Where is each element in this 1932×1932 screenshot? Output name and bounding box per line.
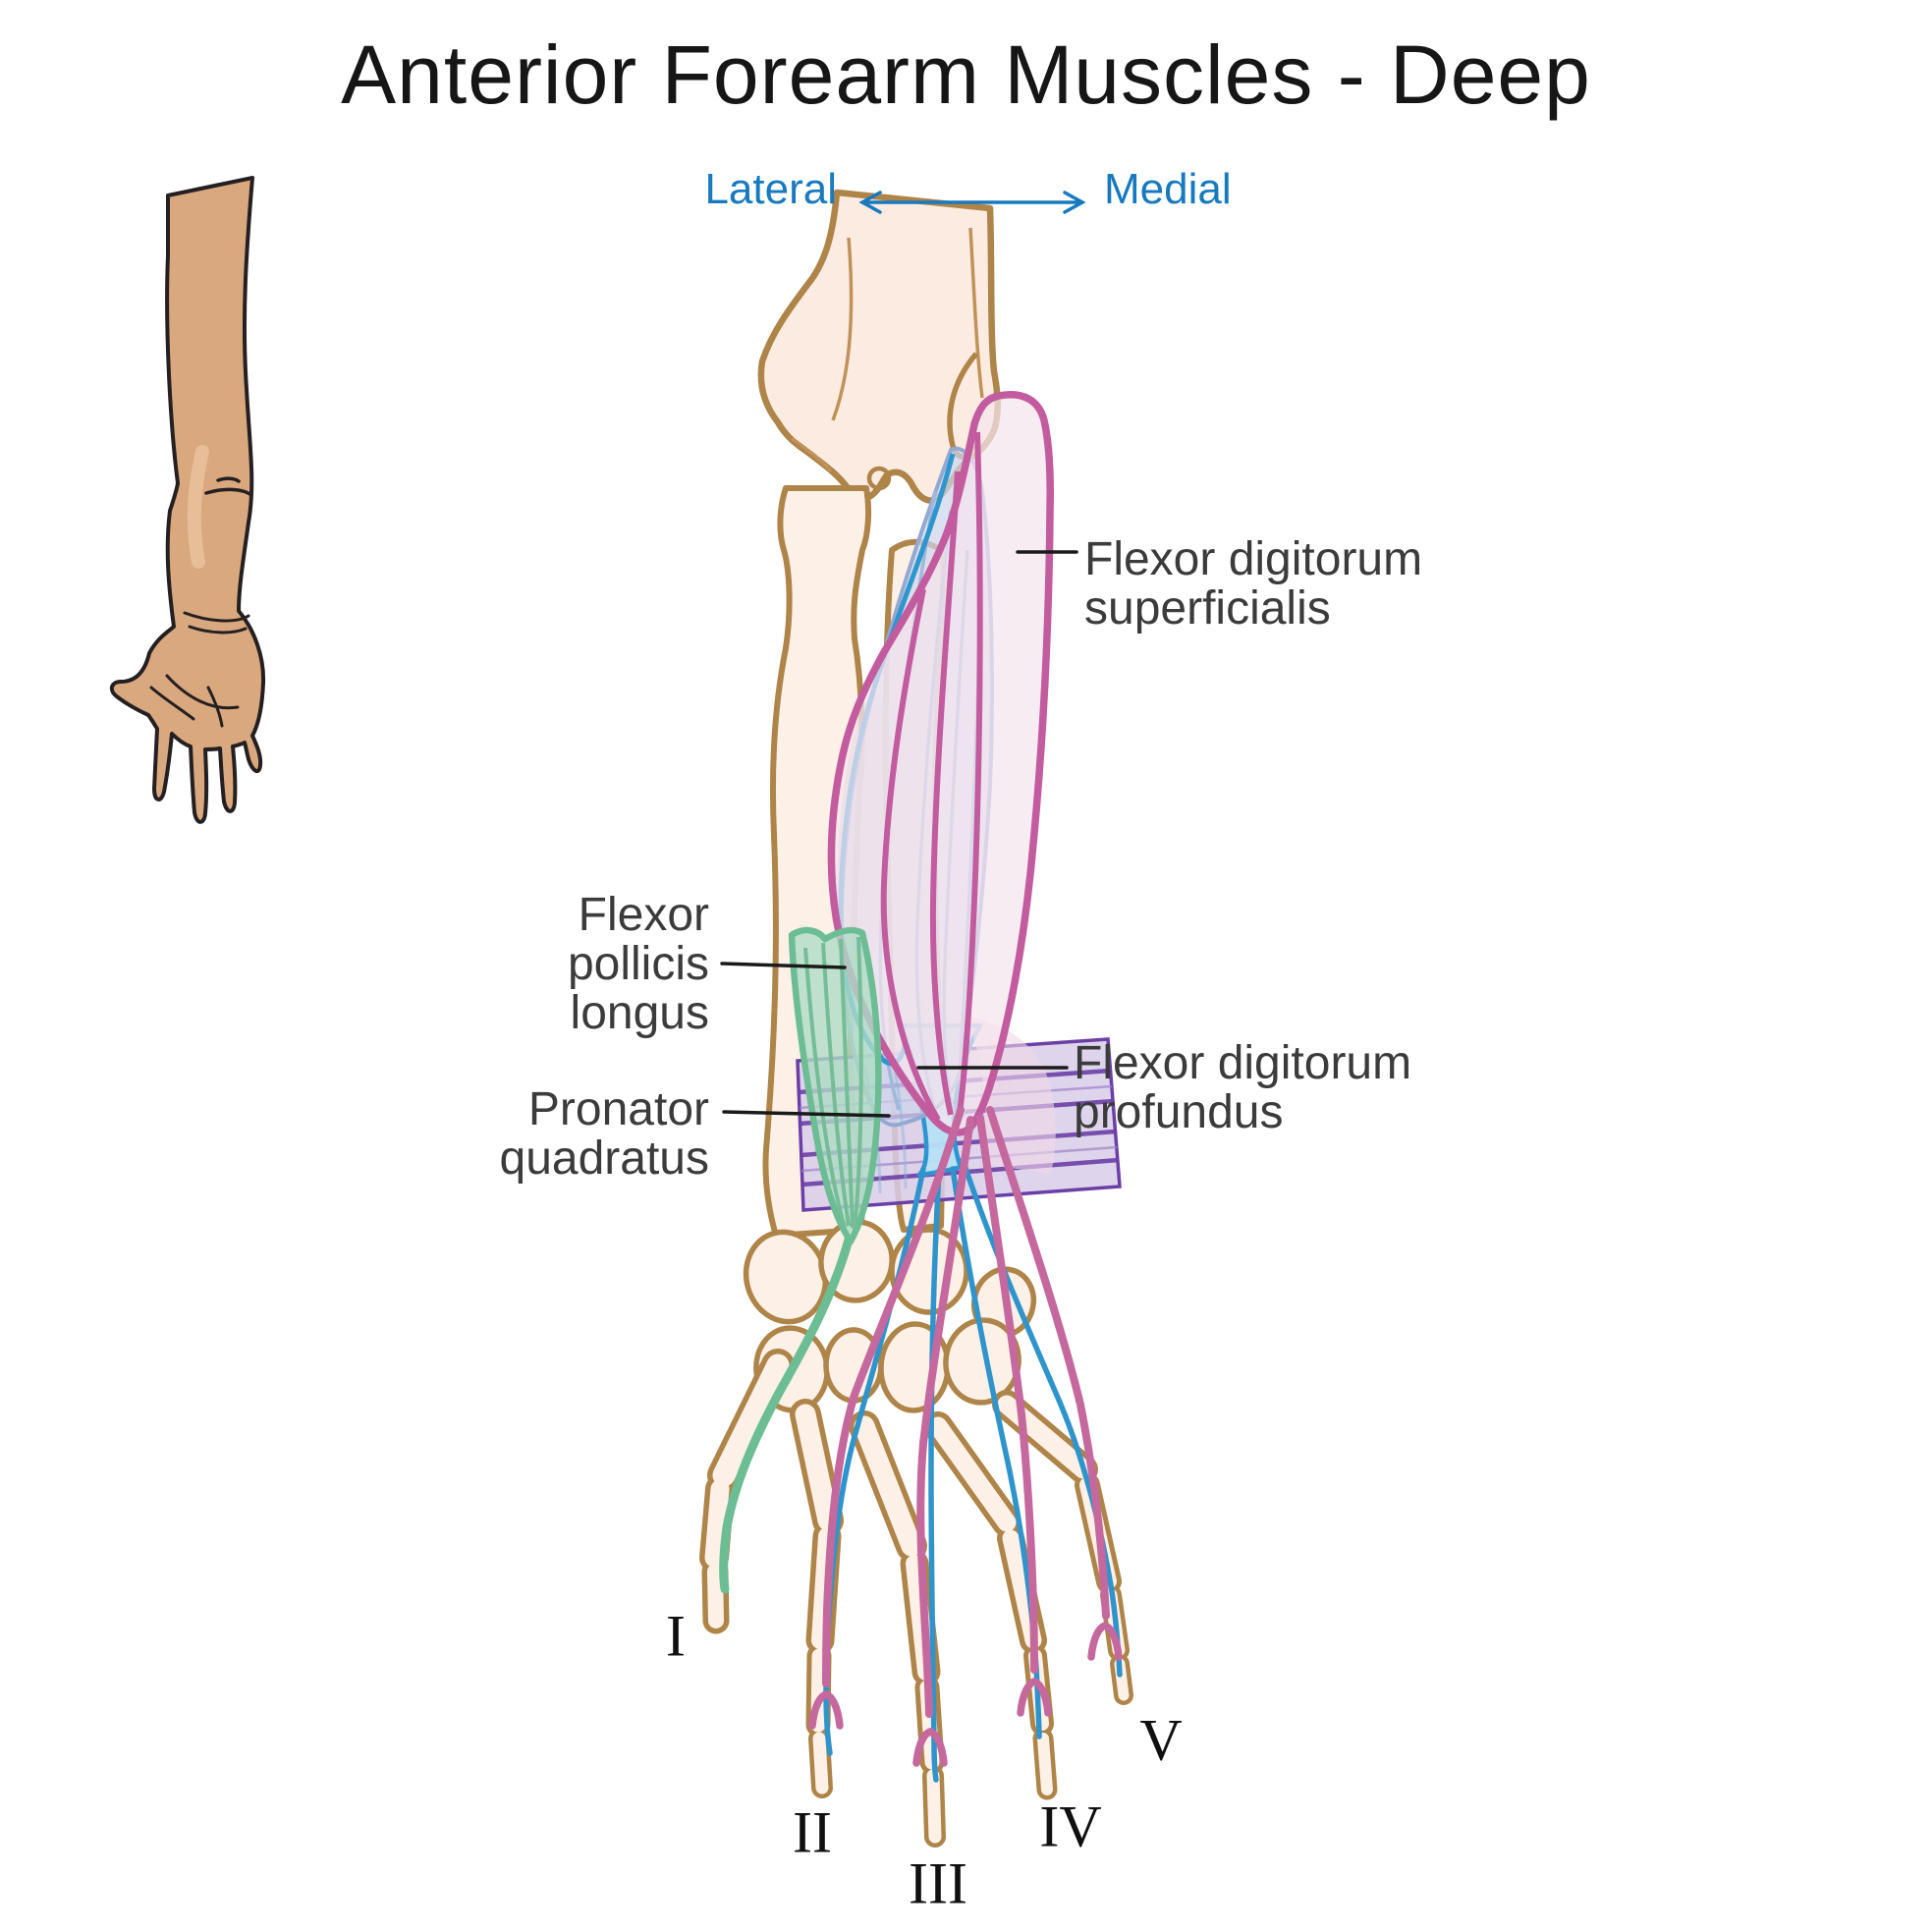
- digit-numeral-little: V: [1139, 1707, 1183, 1773]
- trochlea-detail: [866, 466, 892, 491]
- fpl-leader-line: [720, 962, 847, 969]
- fds-muscle: [827, 391, 1054, 1136]
- page-title: Anterior Forearm Muscles - Deep: [341, 28, 1591, 121]
- fds-label-line1: Flexor digitorum: [1084, 533, 1423, 585]
- orientation-medial-label: Medial: [1104, 165, 1232, 213]
- fds-tendon-chevrons: [808, 1622, 1123, 1767]
- fpl-tendon: [719, 1235, 854, 1594]
- fdp-label-line2: profundus: [1074, 1086, 1284, 1138]
- fds-label-line2: superficialis: [1084, 582, 1331, 635]
- elbow-crease: [204, 476, 253, 497]
- digit-numeral-index: II: [793, 1799, 832, 1865]
- pq-label: Pronator quadratus: [393, 1083, 710, 1185]
- fds-tendons: [808, 1106, 1123, 1767]
- pq-label-line2: quadratus: [499, 1132, 710, 1185]
- fpl-label-line2: pollicis: [567, 938, 709, 990]
- digit-numeral-ring: IV: [1039, 1794, 1102, 1859]
- fpl-label: Flexor pollicis longus: [393, 891, 709, 1038]
- arm-outline: [109, 176, 266, 824]
- fds-label: Flexor digitorum superficialis: [1084, 535, 1422, 634]
- fds-fascicle-lines: [880, 431, 983, 1122]
- fpl-label-line3: longus: [570, 987, 709, 1039]
- digit-numeral-middle: III: [909, 1850, 967, 1916]
- hand-bones: [699, 1349, 1133, 1848]
- humerus-inner-lines: [790, 227, 984, 473]
- arm-highlight: [187, 445, 209, 569]
- direction-arrow: [858, 191, 1086, 214]
- palm-crease: [149, 674, 240, 728]
- orientation-lateral-label: Lateral: [704, 165, 837, 213]
- fdp-label-line1: Flexor digitorum: [1074, 1037, 1412, 1089]
- fpl-muscle: [719, 926, 882, 1594]
- fpl-striations: [803, 936, 863, 1231]
- reference-arm-illustration: [109, 176, 266, 824]
- fpl-label-line1: Flexor: [578, 889, 709, 941]
- digit-numeral-thumb: I: [666, 1603, 686, 1669]
- pq-leader-line: [722, 1110, 891, 1118]
- leader-lines: [720, 550, 1078, 1118]
- fdp-label: Flexor digitorum profundus: [1074, 1039, 1411, 1137]
- pq-label-line1: Pronator: [527, 1083, 709, 1135]
- wrist-crease: [183, 611, 250, 635]
